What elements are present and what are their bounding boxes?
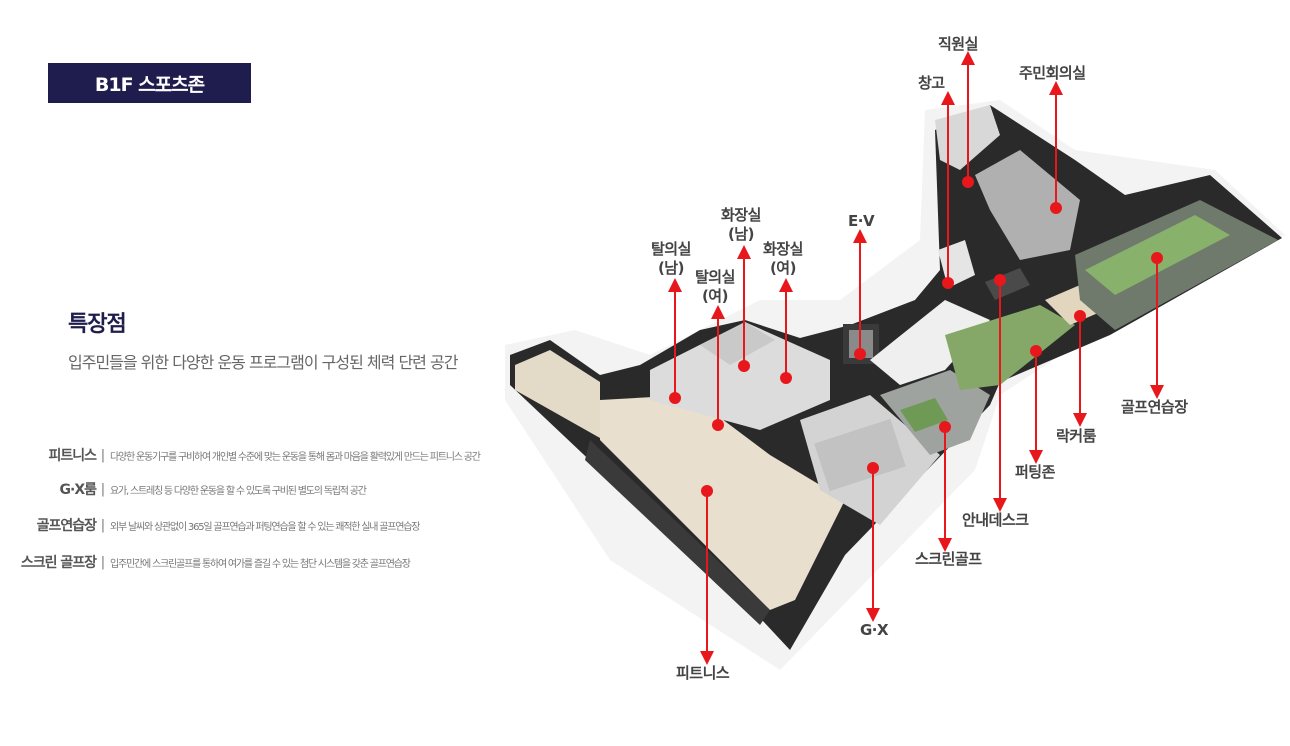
label-line: (여) <box>769 259 797 277</box>
label-line: (남) <box>657 259 685 277</box>
feature-separator: | <box>100 481 106 497</box>
feature-row-screen-golf: 스크린 골프장 | 입주민간에 스크린골프를 통하여 여가를 즐길 수 있는 첨… <box>4 551 411 573</box>
marker-dot-storage <box>942 277 954 289</box>
feature-row-gx: G·X룸 | 요가, 스트레칭 등 다양한 운동을 할 수 있도록 구비된 별도… <box>4 478 367 500</box>
label-storage: 창고 <box>918 74 945 92</box>
label-office: 직원실 <box>938 35 978 53</box>
label-info-desk: 안내데스크 <box>962 511 1029 529</box>
feature-name: G·X룸 <box>59 482 97 498</box>
marker-dot-restroom-f <box>780 372 792 384</box>
label-ev: E·V <box>848 212 875 230</box>
marker-dot-locker-room <box>1074 310 1086 322</box>
putting-floor <box>945 305 1075 390</box>
features-title: 특장점 <box>68 312 127 337</box>
marker-dot-gx <box>867 462 879 474</box>
feature-separator: | <box>100 554 106 570</box>
label-meeting: 주민회의실 <box>1019 64 1086 82</box>
feature-row-fitness: 피트니스 | 다양한 운동기구를 구비하여 개인별 수준에 맞는 운동을 통해 … <box>4 444 480 466</box>
feature-name: 골프연습장 <box>36 518 97 534</box>
treadmill-strip <box>585 440 770 625</box>
feature-desc: 요가, 스트레칭 등 다양한 운동을 할 수 있도록 구비된 별도의 독립적 공… <box>110 485 367 497</box>
floor-badge: B1F 스포츠존 <box>48 63 251 103</box>
feature-row-golf: 골프연습장 | 외부 날씨와 상관없이 365일 골프연습과 퍼팅연습을 할 수… <box>4 514 421 536</box>
feature-desc: 다양한 운동기구를 구비하여 개인별 수준에 맞는 운동을 통해 몸과 마음을 … <box>110 451 481 463</box>
label-fitness: 피트니스 <box>676 664 730 682</box>
corridor-floor <box>515 350 600 438</box>
arrow-layer <box>668 51 1164 665</box>
label-locker-m: 탈의실 (남) <box>651 240 691 278</box>
label-restroom-f: 화장실 (여) <box>763 240 803 278</box>
marker-dot-screen-golf <box>939 421 951 433</box>
marker-dot-meeting <box>1050 202 1062 214</box>
marker-dot-golf-practice <box>1151 252 1163 264</box>
label-locker-f: 탈의실 (여) <box>695 268 735 306</box>
feature-separator: | <box>100 517 106 533</box>
label-line: 탈의실 <box>651 240 691 258</box>
label-gx: G·X <box>860 621 889 639</box>
feature-separator: | <box>100 447 106 463</box>
feature-name: 피트니스 <box>48 448 97 464</box>
golf-practice-floor <box>1075 200 1278 330</box>
label-restroom-m: 화장실 (남) <box>721 206 761 244</box>
marker-dot-locker-m <box>669 392 681 404</box>
label-line: (여) <box>701 287 729 305</box>
marker-dot-info-desk <box>994 274 1006 286</box>
marker-dot-fitness <box>701 485 713 497</box>
label-locker-room: 락커룸 <box>1056 427 1096 445</box>
feature-desc: 입주민간에 스크린골프를 통하여 여가를 즐길 수 있는 첨단 시스템을 갖춘 … <box>110 558 411 570</box>
marker-dot-putting <box>1030 345 1042 357</box>
info-desk <box>985 268 1030 300</box>
label-screen-golf: 스크린골프 <box>915 550 982 568</box>
feature-desc: 외부 날씨와 상관없이 365일 골프연습과 퍼팅연습을 할 수 있는 쾌적한 … <box>110 521 420 533</box>
marker-dot-restroom-m <box>738 360 750 372</box>
label-line: 화장실 <box>763 240 803 258</box>
meeting-floor <box>975 150 1080 260</box>
gx-mat <box>814 418 906 492</box>
label-line: (남) <box>727 225 755 243</box>
fitness-floor <box>600 395 845 610</box>
screen-golf-mat <box>900 398 948 432</box>
lobby-floor <box>870 300 990 385</box>
marker-dot-office <box>962 176 974 188</box>
marker-dot-ev <box>854 348 866 360</box>
marker-dot-locker-f <box>712 419 724 431</box>
features-description: 입주민들을 위한 다양한 운동 프로그램이 구성된 체력 단련 공간 <box>68 353 458 372</box>
label-golf-practice: 골프연습장 <box>1121 398 1188 416</box>
label-putting: 퍼팅존 <box>1015 463 1055 481</box>
label-line: 탈의실 <box>695 268 735 286</box>
label-line: 화장실 <box>721 206 761 224</box>
feature-name: 스크린 골프장 <box>20 555 97 571</box>
